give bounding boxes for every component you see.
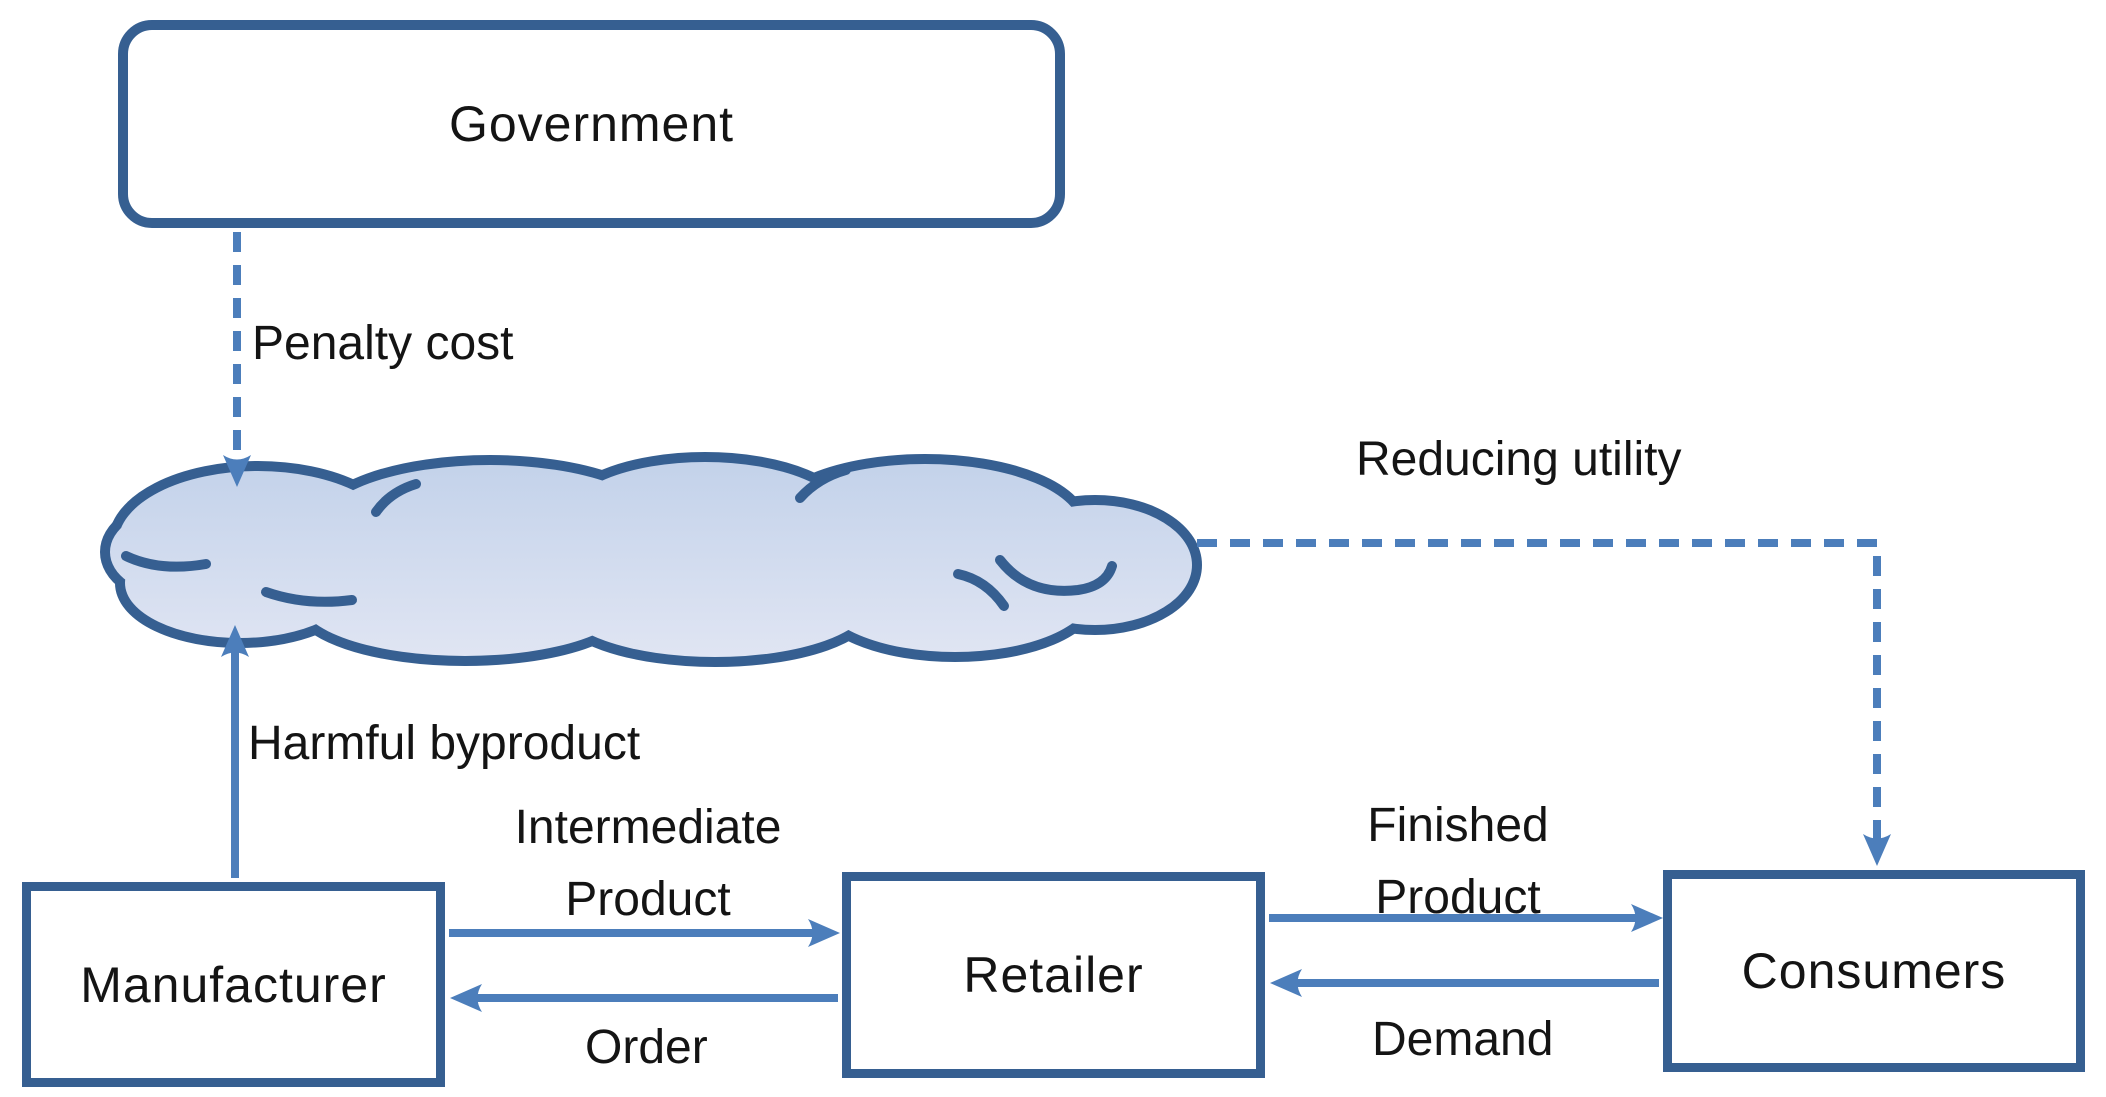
finished-product-line1: Finished (1367, 799, 1549, 852)
cloud-curl-top-middle (795, 465, 851, 503)
cloud-curl-right (995, 555, 1117, 596)
pollution-cloud-shape (110, 462, 1192, 657)
retailer-node: Retailer (842, 872, 1265, 1078)
cloud-curl-bottom-left (261, 587, 357, 607)
retailer-label: Retailer (963, 947, 1144, 1003)
finished-product-line2: Product (1375, 871, 1541, 924)
reducing-utility-label: Reducing utility (1356, 433, 1682, 486)
consumers-label: Consumers (1741, 943, 2007, 999)
reducing-utility-arrow (1197, 539, 1891, 866)
demand-label: Demand (1372, 1013, 1554, 1066)
manufacturer-label: Manufacturer (80, 956, 387, 1013)
harmful-byproduct-label: Harmful byproduct (248, 717, 641, 770)
penalty-cost-label: Penalty cost (252, 317, 514, 370)
consumers-node: Consumers (1663, 870, 2085, 1072)
intermediate-product-label: Intermediate Product (515, 792, 782, 936)
cloud-curl-left (121, 551, 211, 572)
government-label: Government (448, 96, 735, 152)
cloud-curl-bottom-right (953, 569, 1009, 611)
finished-product-label: Finished Product (1367, 790, 1548, 934)
order-label: Order (585, 1021, 708, 1074)
intermediate-product-line2: Product (565, 873, 731, 926)
intermediate-product-line1: Intermediate (514, 801, 782, 854)
cloud-curl-top-left (371, 479, 421, 517)
government-node: Government (118, 20, 1065, 228)
manufacturer-node: Manufacturer (22, 882, 445, 1087)
